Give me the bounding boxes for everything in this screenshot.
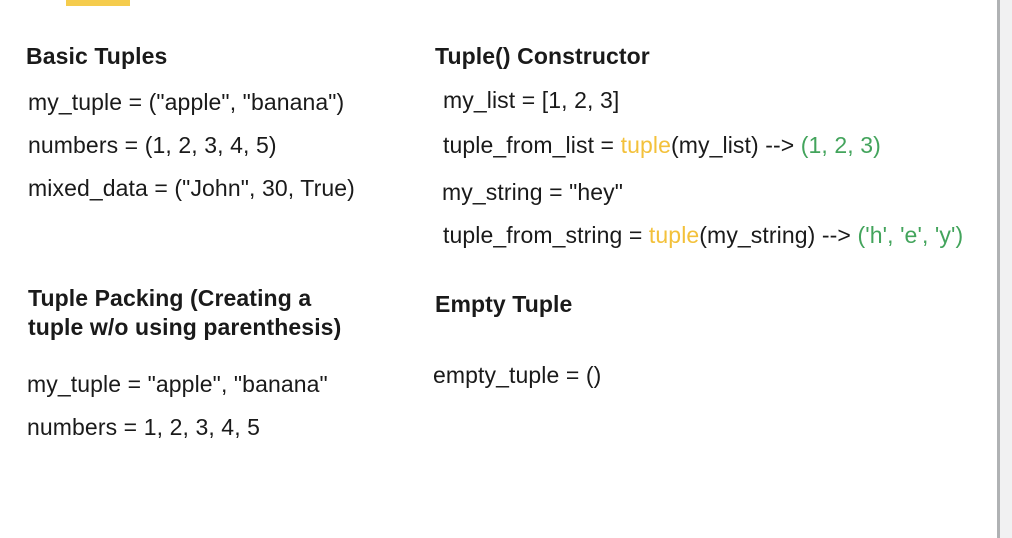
highlighted-function-name: tuple	[648, 222, 700, 248]
canvas-gutter	[1000, 0, 1012, 538]
code-line: my_list = [1, 2, 3]	[443, 87, 620, 113]
page-edge-border	[997, 0, 1000, 538]
code-line: numbers = (1, 2, 3, 4, 5)	[28, 132, 277, 158]
result-value: (1, 2, 3)	[800, 132, 881, 158]
highlight-mark	[66, 0, 130, 6]
code-line: mixed_data = ("John", 30, True)	[28, 175, 355, 201]
result-value: ('h', 'e', 'y')	[857, 222, 964, 248]
code-line: my_tuple = ("apple", "banana")	[28, 89, 345, 115]
code-line: my_string = "hey"	[442, 179, 624, 205]
section-title-tuple-constructor: Tuple() Constructor	[435, 43, 650, 69]
code-line: tuple_from_string = tuple(my_string) -->…	[443, 220, 963, 250]
code-text: (my_string) -->	[699, 222, 858, 248]
code-line: tuple_from_list = tuple(my_list) --> (1,…	[443, 130, 881, 160]
code-text: (my_list) -->	[670, 132, 801, 158]
section-title-empty-tuple: Empty Tuple	[435, 291, 573, 317]
code-line: empty_tuple = ()	[433, 362, 602, 388]
code-text: tuple_from_list =	[443, 132, 621, 158]
code-line: numbers = 1, 2, 3, 4, 5	[27, 414, 261, 440]
code-text: tuple_from_string =	[443, 222, 649, 248]
highlighted-function-name: tuple	[620, 132, 671, 158]
section-title-tuple-packing: Tuple Packing (Creating a tuple w/o usin…	[28, 285, 342, 340]
code-line: my_tuple = "apple", "banana"	[27, 371, 328, 397]
section-title-basic-tuples: Basic Tuples	[26, 43, 168, 69]
